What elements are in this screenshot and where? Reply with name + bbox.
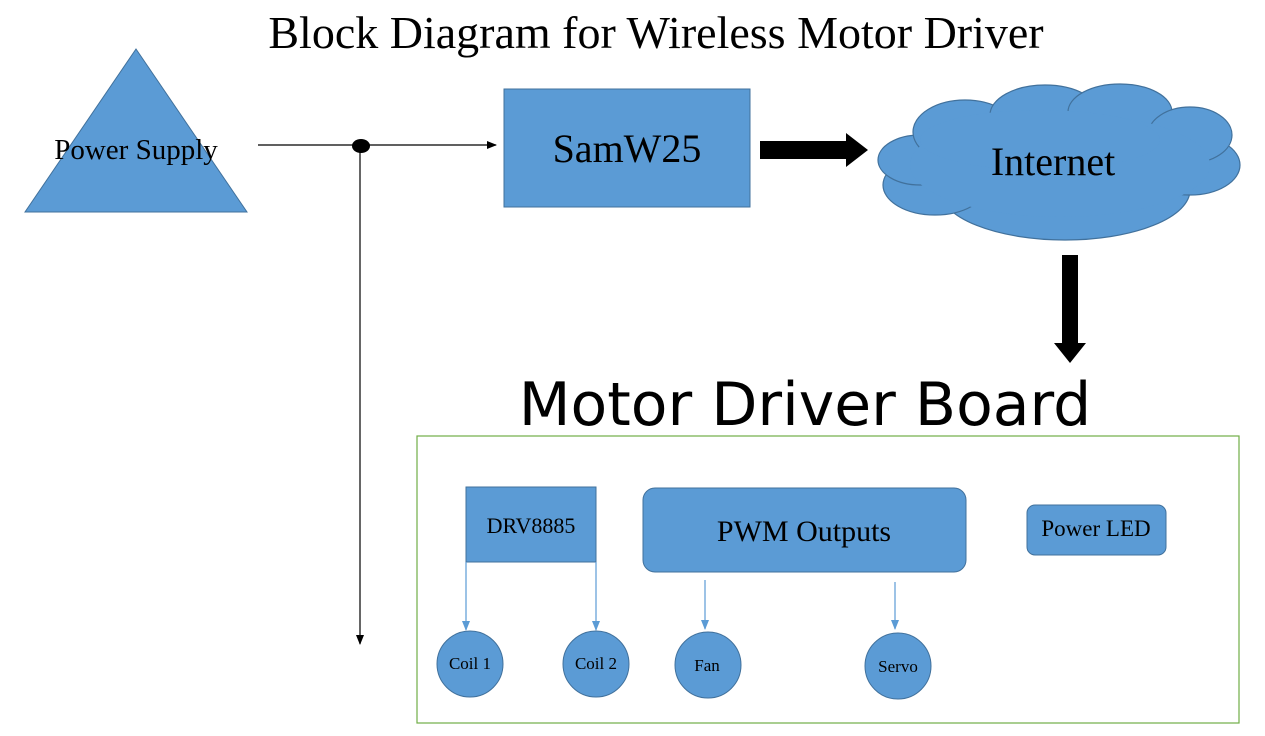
samw25-to-internet-arrow: [760, 133, 868, 167]
fan-label: Fan: [694, 656, 720, 675]
samw25-box: [503, 88, 751, 208]
servo-node: Servo: [864, 632, 932, 700]
coil1-circle: [436, 630, 504, 698]
servo-label: Servo: [878, 657, 918, 676]
drv8885-node: DRV8885: [465, 486, 597, 563]
coil1-label: Coil 1: [449, 654, 491, 673]
coil1-node: Coil 1: [436, 630, 504, 698]
internet-cloud-fill: [910, 110, 1210, 217]
internet-to-board-arrow: [1054, 255, 1086, 363]
pwm-outputs-label: PWM Outputs: [717, 515, 891, 548]
junction-dot: [352, 139, 370, 153]
internet-label: Internet: [991, 139, 1115, 184]
coil2-circle: [562, 630, 630, 698]
motor-driver-board: [416, 435, 1240, 724]
fan-node: Fan: [674, 631, 742, 699]
diagram-title: Block Diagram for Wireless Motor Driver: [268, 7, 1043, 58]
power-supply-triangle: [24, 48, 248, 213]
samw25-node: SamW25: [503, 88, 751, 208]
coil2-node: Coil 2: [562, 630, 630, 698]
servo-circle: [864, 632, 932, 700]
drv8885-box: [465, 486, 597, 563]
power-supply-node: Power Supply: [24, 48, 248, 213]
samw25-label: SamW25: [553, 126, 702, 171]
power-supply-label: Power Supply: [54, 134, 218, 166]
pwm-outputs-node: PWM Outputs: [642, 487, 967, 573]
fan-circle: [674, 631, 742, 699]
power-led-label: Power LED: [1041, 516, 1150, 541]
internet-node: Internet: [877, 83, 1241, 241]
pwm-outputs-box: [642, 487, 967, 573]
drv8885-label: DRV8885: [487, 513, 576, 538]
board-title: Motor Driver Board: [519, 370, 1092, 440]
power-led-box: [1026, 504, 1167, 556]
coil2-label: Coil 2: [575, 654, 617, 673]
power-led-node: Power LED: [1026, 504, 1167, 556]
